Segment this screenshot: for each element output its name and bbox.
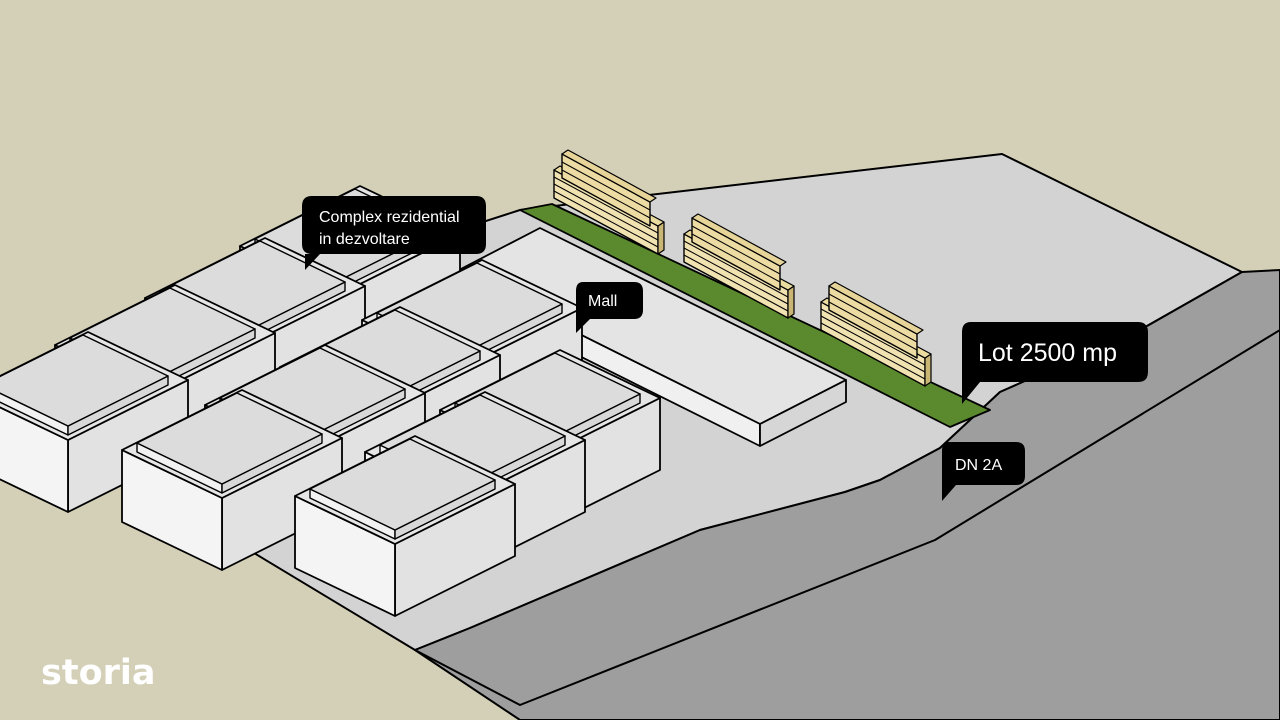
storia-logo: storia [41, 653, 156, 693]
callout-mall: Mall [576, 282, 643, 333]
road-edge [414, 329, 1280, 706]
residential-complex-label-line2: in dezvoltare [319, 231, 410, 248]
callout-residential-complex: Complex rezidential in dezvoltare [302, 196, 486, 270]
callout-lot: Lot 2500 mp [962, 322, 1148, 404]
residential-complex-label-line1: Complex rezidential [319, 209, 460, 226]
lot-area [519, 203, 991, 428]
mall-label: Mall [588, 293, 617, 310]
lot-label: Lot 2500 mp [978, 339, 1117, 367]
callout-road: DN 2A [942, 442, 1025, 501]
road [414, 269, 1280, 720]
road-label: DN 2A [955, 457, 1002, 474]
